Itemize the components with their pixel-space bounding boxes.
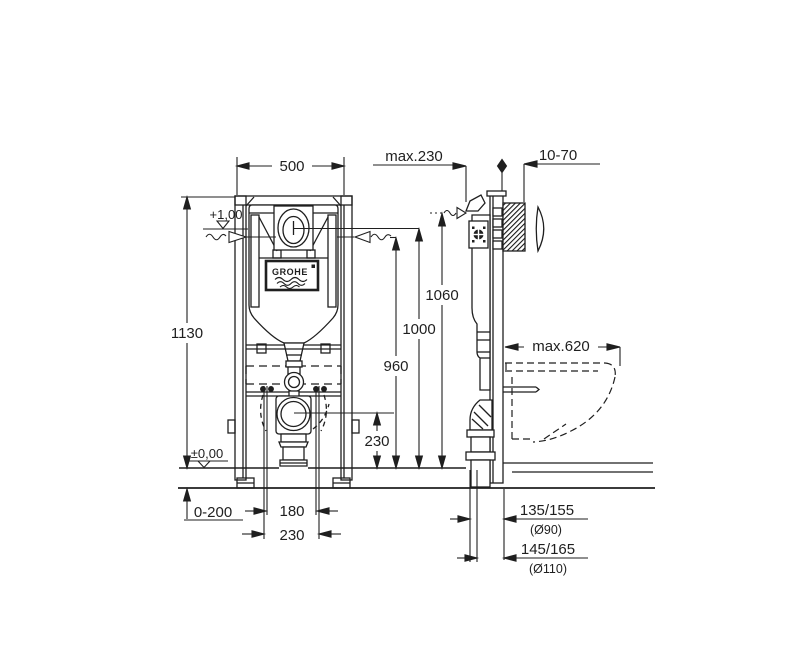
dim-label-0-200: 0-200 <box>194 504 232 521</box>
dim-label-dia-90: (Ø90) <box>530 523 562 537</box>
fixing-point-diamond <box>496 158 508 174</box>
flush-pipe <box>283 342 305 398</box>
dim-label-max-620: max.620 <box>532 338 590 355</box>
drain-bend <box>275 395 312 467</box>
dim-label-135-155: 135/155 <box>520 502 574 519</box>
service-zone-dashed <box>245 365 342 385</box>
wall-bracket-left <box>227 419 236 434</box>
floor-lines <box>178 467 655 489</box>
dim-label-230-height: 230 <box>364 433 389 450</box>
frame-top-member <box>234 195 353 206</box>
dim-label-145-165: 145/165 <box>521 541 575 558</box>
flush-actuator-side <box>502 202 526 252</box>
frame-right-rail <box>340 195 353 481</box>
flush-plate <box>535 204 545 254</box>
wc-bowl-outline <box>505 362 616 443</box>
dim-label-1060: 1060 <box>425 287 458 304</box>
dim-label-960: 960 <box>383 358 408 375</box>
dimension-lines <box>163 152 621 562</box>
dim-label-1130: 1130 <box>171 325 203 342</box>
dim-label-max-230: max.230 <box>385 148 443 165</box>
side-drain-elbow <box>465 399 496 488</box>
dimension-labels: 500 max.230 10-70 1130 +1,00 ±0,00 1060 … <box>171 147 590 576</box>
dim-label-180: 180 <box>279 503 304 520</box>
wall-bracket-right <box>351 419 360 434</box>
grohe-logo: GROHE <box>264 259 320 292</box>
dim-label-230-bottom: 230 <box>279 527 304 544</box>
dim-label-1000: 1000 <box>402 321 435 338</box>
dim-label-10-70: 10-70 <box>539 147 577 164</box>
dim-label-dia-110: (Ø110) <box>529 562 567 576</box>
bowl-anchor-rod <box>503 386 541 393</box>
front-view: GROHE <box>227 195 360 489</box>
dim-label-width-500: 500 <box>279 158 304 175</box>
anchor-screw <box>468 220 489 249</box>
grohe-logo-text: GROHE <box>272 267 308 277</box>
level-label-plus-100: +1,00 <box>210 207 243 222</box>
level-label-zero: ±0,00 <box>191 446 223 461</box>
side-view <box>465 190 653 488</box>
